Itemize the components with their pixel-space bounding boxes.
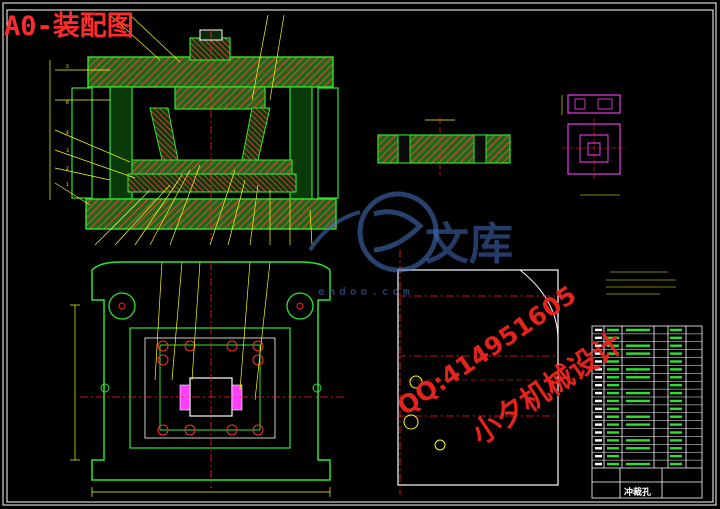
drawing-title: A0-装配图 [4,11,134,42]
inner-frame [6,9,714,503]
parts-list-entry-mark [670,399,682,403]
parts-list-entry-mark [626,368,650,371]
svg-text:4: 4 [66,130,69,136]
parts-list-entry-mark [670,376,682,379]
parts-list-entry-mark [626,376,650,379]
parts-list-entry-mark [607,462,619,466]
svg-text:2: 2 [66,166,69,172]
parts-list-entry-mark [607,439,619,442]
parts-list-entries [595,328,682,466]
parts-list-entry-mark [626,415,650,418]
parts-list-entry-mark [607,447,619,450]
parts-list-entry-mark [670,454,682,458]
lower-die-outline [91,261,331,481]
side-view [397,250,559,495]
parts-list-entry-mark [670,415,682,418]
parts-list-entry-mark [607,391,619,395]
svg-text:6: 6 [66,100,69,106]
stripper-plate [131,159,293,175]
parts-list-entry-mark [607,454,619,458]
parts-list-entry-mark [595,336,602,340]
parts-list-entry-mark [670,439,682,442]
parts-list-entry-mark [626,462,650,466]
svg-text:1: 1 [66,182,69,188]
parts-list-entry-mark [595,391,602,395]
die-block [127,173,297,193]
watermark-url: endoo.com [318,285,414,298]
parts-list-entry-mark [595,447,602,450]
parts-list-entry-mark [595,344,602,347]
top-plan-view [70,261,345,497]
front-section-view: 5 6 4 3 2 1 [49,14,339,246]
title-block-name: 冲裁孔 [624,488,652,498]
parts-list-entry-mark [670,360,682,363]
part-drawing [561,94,626,196]
watermark-brand: 文库 [425,219,513,270]
parts-list-entry-mark [626,352,650,355]
svg-text:3: 3 [66,148,69,154]
parts-list-entry-mark [595,423,602,426]
parts-list-entry-mark [607,423,619,426]
parts-list-entry-mark [670,383,682,387]
punch-left [149,107,179,161]
parts-list-entry-mark [626,423,650,426]
parts-list-entry-mark [607,399,619,403]
parts-list-entry-mark [626,399,650,403]
parts-list-entry-mark [595,407,602,411]
parts-list-entry-mark [607,415,619,418]
parts-list-entry-mark [670,336,682,340]
parts-list-entry-mark [607,368,619,371]
parts-list-entry-mark [595,352,602,355]
parts-list-entry-mark [670,391,682,395]
technical-notes [606,271,676,295]
parts-list-entry-mark [626,447,650,450]
parts-list-entry-mark [595,383,602,387]
parts-list-entry-mark [626,328,650,332]
parts-list-entry-mark [595,439,602,442]
parts-list-entry-mark [607,383,619,387]
parts-list-entry-mark [607,352,619,355]
parts-list-rows [592,333,702,461]
upper-die-plate [87,56,334,88]
parts-list-entry-mark [595,328,602,332]
parts-list-entry-mark [607,344,619,347]
parts-list-entry-mark [670,431,682,434]
parts-list-entry-mark [595,376,602,379]
parts-list-entry-mark [626,439,650,442]
parts-list-entry-mark [670,368,682,371]
parts-list-entry-mark [595,462,602,466]
die-shank [189,37,231,61]
parts-list-entry-mark [595,360,602,363]
parts-list-entry-mark [670,462,682,466]
parts-list-entry-mark [595,415,602,418]
parts-list-entry-mark [670,344,682,347]
parts-list-entry-mark [607,328,619,332]
parts-list-entry-mark [670,447,682,450]
parts-list-entry-mark [626,391,650,395]
parts-list-entry-mark [607,407,619,411]
watermark-logo [308,191,439,273]
parts-list-entry-mark [670,407,682,411]
parts-list-entry-mark [607,360,619,363]
strip-layout [377,118,511,175]
parts-list-entry-mark [595,368,602,371]
parts-list-entry-mark [670,352,682,355]
parts-list-entry-mark [607,376,619,379]
parts-list-entry-mark [626,344,650,347]
parts-list-entry-mark [607,336,619,340]
svg-text:5: 5 [66,64,69,70]
parts-list-entry-mark [595,431,602,434]
parts-list-entry-mark [595,454,602,458]
parts-list-entry-mark [595,399,602,403]
punch-right [241,107,271,161]
parts-list-entry-mark [670,423,682,426]
punch-plate [174,86,266,110]
parts-list-entry-mark [607,431,619,434]
parts-list-entry-mark [670,328,682,332]
